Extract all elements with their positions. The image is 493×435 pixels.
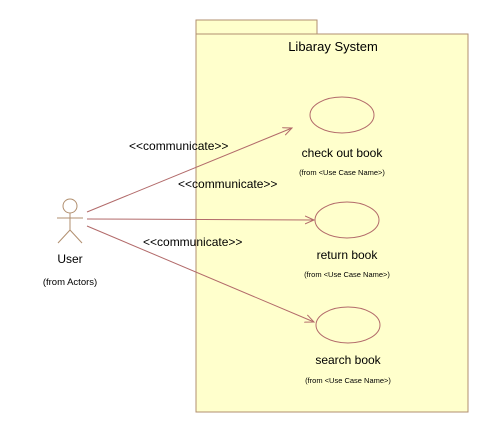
use-case-from: (from <Use Case Name>) <box>299 168 385 177</box>
system-title: Libaray System <box>288 39 378 54</box>
system-boundary-tab <box>195 19 318 34</box>
use-case-ellipse <box>314 201 380 239</box>
associations: <<communicate>> <<communicate>> <<commun… <box>86 128 314 322</box>
actor-user[interactable]: User (from Actors) <box>43 198 97 288</box>
association-line-search-book[interactable] <box>86 225 314 322</box>
stereotype-label-return-book: <<communicate>> <box>178 177 277 191</box>
use-case-label: search book <box>315 353 381 367</box>
use-case-from: (from <Use Case Name>) <box>304 270 390 279</box>
use-case-label: check out book <box>302 146 384 160</box>
association-line-return-book[interactable] <box>86 219 314 220</box>
association-line-check-out-book[interactable] <box>86 128 292 213</box>
use-case-check-out-book[interactable]: check out book (from <Use Case Name>) <box>299 96 385 177</box>
use-case-ellipse <box>315 306 381 344</box>
actor-stick-figure-icon <box>57 198 83 244</box>
use-case-search-book[interactable]: search book (from <Use Case Name>) <box>305 306 391 385</box>
use-case-ellipse <box>309 96 375 134</box>
stereotype-label-search-book: <<communicate>> <box>143 235 242 249</box>
stereotype-label-check-out-book: <<communicate>> <box>129 139 228 153</box>
actor-from: (from Actors) <box>43 277 97 288</box>
use-case-label: return book <box>317 248 379 262</box>
actor-name: User <box>57 252 82 266</box>
use-case-from: (from <Use Case Name>) <box>305 376 391 385</box>
use-case-return-book[interactable]: return book (from <Use Case Name>) <box>304 201 390 279</box>
